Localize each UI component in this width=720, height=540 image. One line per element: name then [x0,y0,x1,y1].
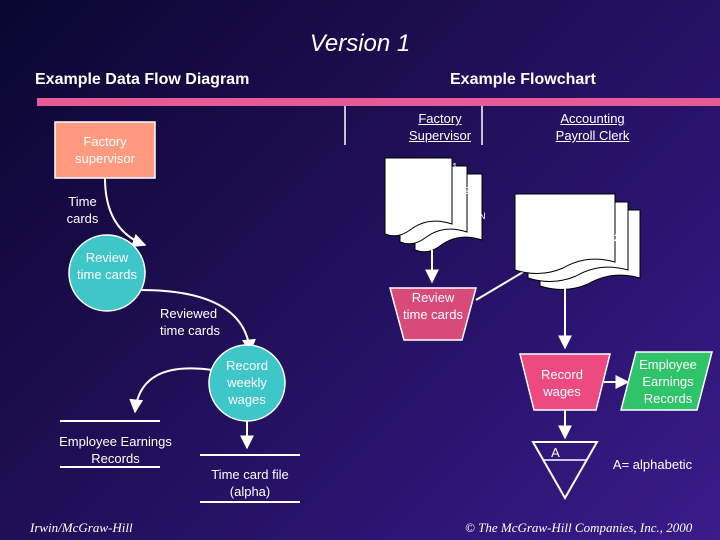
lane-label-clerk: Accounting Payroll Clerk [555,111,630,143]
review-manual-op [389,287,477,341]
flow-arrow [139,289,256,354]
record-process-label: Record weekly wages [226,358,268,407]
doc-mark-n: N [479,211,486,221]
entity-box [54,121,156,179]
doc-mark-1: 1 [452,162,458,173]
employee-records-shape [620,351,713,411]
doc-mark-1: 1 [597,203,603,214]
record-wages-manual-op [519,353,611,411]
flowchart-heading: Example Flowchart [450,71,596,88]
copyright-footer: © The McGraw-Hill Companies, Inc., 2000 [465,520,693,535]
offline-file-triangle [531,441,599,501]
flow-label-reviewed: Reviewed time cards [160,306,220,338]
lane-label-supervisor: Factory Supervisor [408,111,472,143]
flow-arrow [129,367,213,414]
doc-mark-2: 2 [464,186,470,197]
document-shape [514,193,616,274]
timecard-store-label: Time card file (alpha) [211,467,289,499]
review-process-label: Review time cards [77,250,137,282]
review-label: Review time cards [403,290,463,322]
employee-store-label: Employee Earnings Records [59,434,172,466]
doc-mark-n: N [628,258,635,268]
dfd-heading: Example Data Flow Diagram [35,71,250,88]
file-legend: A= alphabetic [612,457,693,472]
record-wages-label: Record wages [541,367,583,399]
review-process-circle [68,234,146,312]
slide-title: Version 1 [309,30,411,57]
accent-bar [37,98,720,106]
document-shape [384,157,453,237]
flow-arrow [104,177,147,248]
employee-records-label: Employee Earnings Records [639,357,697,406]
entity-label: Factory supervisor [75,134,135,166]
publisher-footer: Irwin/McGraw-Hill [30,520,133,535]
flow-label-time-cards: Time cards [66,194,99,226]
doc-mark-2: 2 [614,233,620,244]
file-label-a: A [551,445,560,460]
doc-label-left: Time cards [389,163,422,195]
doc-label-right: Time cards [528,204,560,236]
